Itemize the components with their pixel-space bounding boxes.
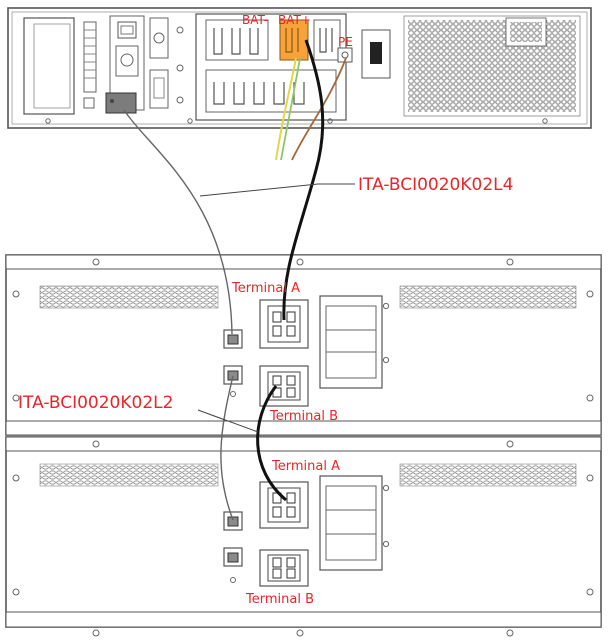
module-2-terminal-a	[259, 481, 309, 529]
label-bat-plus: BAT+	[278, 13, 311, 27]
labels: BAT- BAT+ PE ITA-BCI0020K02L4 ITA-BCI002…	[18, 13, 513, 607]
label-module-2-terminal-b: Terminal B	[245, 592, 314, 607]
left-plate	[23, 17, 75, 115]
label-module-1-terminal-b: Terminal B	[269, 409, 338, 424]
main-terminal-block	[195, 13, 353, 121]
wire-green	[280, 57, 301, 161]
label-module-2-terminal-a: Terminal A	[271, 459, 340, 474]
bms-port	[105, 92, 137, 114]
power-switch	[361, 29, 391, 79]
breaker-column	[149, 17, 184, 109]
wire-brown	[291, 57, 347, 161]
label-cable-l2: ITA-BCI0020K02L2	[18, 393, 173, 413]
cables	[123, 39, 355, 521]
module-1-breaker	[319, 295, 390, 389]
comm-cable-l4	[123, 109, 233, 335]
battery-module-2	[5, 436, 602, 637]
module-1-vent-right	[399, 285, 577, 309]
leader-l2	[197, 409, 259, 433]
wire-yellow	[275, 57, 297, 161]
comm-cable-l2	[220, 375, 234, 521]
module-1-vent-left	[39, 285, 219, 309]
module-2-breaker	[319, 475, 390, 571]
power-cable-l2	[256, 385, 287, 502]
rear-vent-grille	[403, 15, 581, 117]
module-2-vent-right	[399, 463, 577, 487]
label-cable-l4: ITA-BCI0020K02L4	[358, 175, 513, 195]
ups-rear-panel	[7, 7, 592, 129]
comm-section	[105, 15, 145, 114]
module-2-vent-left	[39, 463, 219, 487]
leader-l4	[199, 183, 355, 197]
label-module-1-terminal-a: Terminal A	[231, 281, 300, 296]
battery-module-1	[5, 254, 602, 436]
module-2-terminal-b	[259, 549, 309, 587]
power-cable-l4	[282, 39, 325, 321]
bat-terminal	[279, 19, 309, 61]
slot-column	[83, 21, 97, 109]
label-pe: PE	[338, 35, 353, 49]
label-bat-minus: BAT-	[242, 13, 268, 27]
